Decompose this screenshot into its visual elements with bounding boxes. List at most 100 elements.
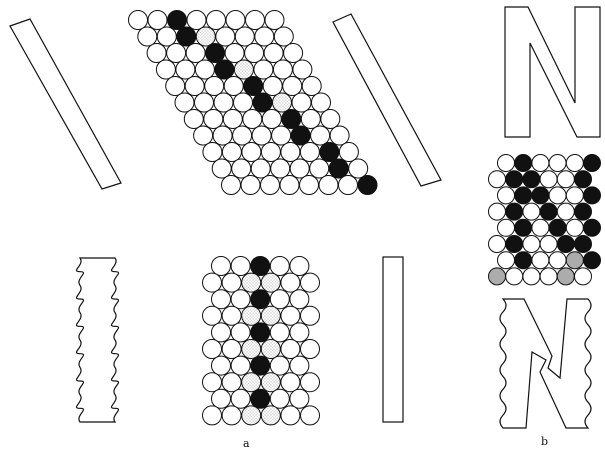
disc <box>214 93 233 112</box>
disc <box>138 27 157 46</box>
disc <box>281 340 300 359</box>
dark-disc <box>515 187 532 204</box>
disc <box>312 93 331 112</box>
disc <box>212 159 231 178</box>
dark-disc <box>244 77 263 96</box>
disc <box>290 290 309 309</box>
dark-disc <box>566 252 583 269</box>
disc <box>255 27 274 46</box>
letter-n-outline-icon <box>505 7 600 137</box>
disc <box>311 126 330 145</box>
disc <box>270 389 289 408</box>
disc <box>272 126 291 145</box>
disc <box>270 323 289 342</box>
disc <box>281 273 300 292</box>
disc <box>186 44 205 63</box>
disc <box>321 110 340 129</box>
disc <box>224 77 243 96</box>
disc <box>330 126 349 145</box>
disc <box>270 290 289 309</box>
panel-label-a: a <box>243 437 250 450</box>
disc <box>301 340 320 359</box>
dark-disc <box>584 252 601 269</box>
disc <box>232 159 251 178</box>
disc <box>290 257 309 276</box>
dark-disc <box>575 203 592 220</box>
disc <box>212 389 231 408</box>
dark-disc <box>282 110 301 129</box>
disc <box>225 44 244 63</box>
dark-disc <box>575 171 592 188</box>
diagonal-disc-array-icon <box>129 11 378 195</box>
disc <box>231 389 250 408</box>
disc <box>187 11 206 30</box>
disc <box>212 290 231 309</box>
disc <box>242 340 261 359</box>
disc <box>204 110 223 129</box>
dark-disc <box>515 155 532 172</box>
disc <box>261 406 280 425</box>
disc <box>222 143 241 162</box>
disc <box>498 155 515 172</box>
disc <box>194 126 213 145</box>
dark-disc <box>251 257 270 276</box>
disc <box>129 11 148 30</box>
disc <box>222 406 241 425</box>
disc <box>261 306 280 325</box>
disc <box>233 126 252 145</box>
disc <box>319 176 338 195</box>
dark-disc <box>506 171 523 188</box>
dark-disc <box>251 389 270 408</box>
disc <box>252 126 271 145</box>
disc <box>195 60 214 79</box>
disc <box>290 389 309 408</box>
dark-disc <box>575 236 592 253</box>
disc <box>549 155 566 172</box>
disc <box>300 176 319 195</box>
dark-disc <box>540 203 557 220</box>
disc <box>203 306 222 325</box>
dark-disc <box>177 27 196 46</box>
disc <box>302 77 321 96</box>
disc <box>290 159 309 178</box>
dark-disc <box>329 159 348 178</box>
disc <box>222 273 241 292</box>
disc <box>246 11 265 30</box>
disc <box>489 171 506 188</box>
disc <box>231 356 250 375</box>
disc <box>532 219 549 236</box>
disc <box>523 268 540 285</box>
disc <box>254 60 273 79</box>
disc <box>242 306 261 325</box>
disc <box>301 406 320 425</box>
disc <box>167 44 186 63</box>
disc <box>532 155 549 172</box>
dark-disc <box>206 44 225 63</box>
panel-label-b: b <box>541 435 548 448</box>
disc <box>216 27 235 46</box>
disc <box>166 77 185 96</box>
disc <box>222 306 241 325</box>
disc <box>203 373 222 392</box>
disc <box>195 93 214 112</box>
dark-disc <box>515 219 532 236</box>
disc <box>281 143 300 162</box>
dark-disc <box>557 236 574 253</box>
disc <box>506 268 523 285</box>
disc <box>234 60 253 79</box>
disc <box>203 406 222 425</box>
disc <box>300 143 319 162</box>
disc <box>212 323 231 342</box>
disc <box>523 236 540 253</box>
disc <box>222 340 241 359</box>
disc <box>523 203 540 220</box>
dark-disc <box>584 219 601 236</box>
disc <box>489 236 506 253</box>
disc <box>281 406 300 425</box>
dark-disc <box>251 290 270 309</box>
disc <box>498 252 515 269</box>
dark-disc <box>215 60 234 79</box>
disc <box>549 187 566 204</box>
dark-disc <box>253 93 272 112</box>
disc <box>566 155 583 172</box>
